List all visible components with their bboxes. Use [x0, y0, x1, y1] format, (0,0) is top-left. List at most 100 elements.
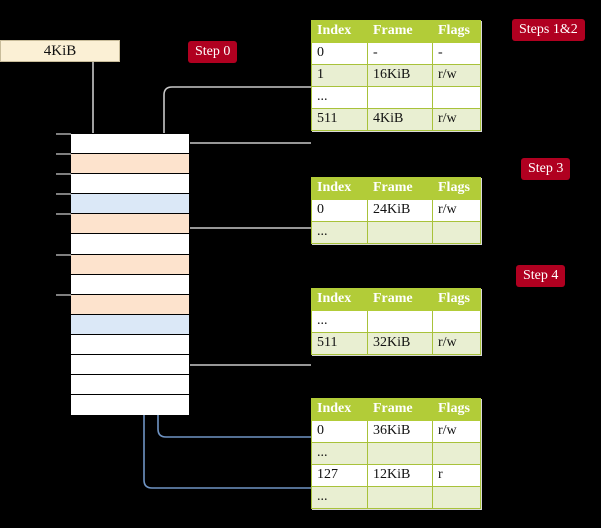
table-header-flags: Flags: [432, 177, 481, 200]
table-header-index: Index: [311, 177, 368, 200]
table-cell-index: ...: [311, 442, 368, 465]
table-header-index: Index: [311, 288, 368, 311]
table-row: 0--: [311, 42, 481, 65]
memory-frame-row: [71, 274, 189, 295]
step-pill-step-4: Step 4: [516, 265, 566, 287]
table-cell-index: ...: [311, 310, 368, 333]
table-header-row: Index Frame Flags: [311, 398, 481, 421]
memory-frame-row: [71, 355, 189, 376]
memory-frame-row: [56, 213, 189, 235]
table-row: ...: [311, 221, 481, 244]
step-pill-step-3: Step 3: [521, 158, 571, 180]
table-cell-frame: [367, 86, 433, 109]
memory-frame-row: [56, 173, 189, 195]
table-cell-frame: 12KiB: [367, 464, 433, 487]
table-cell-flags: r/w: [432, 332, 481, 355]
memory-row-tick: [56, 193, 71, 196]
memory-frame-row: [56, 193, 189, 215]
table-cell-flags: r: [432, 464, 481, 487]
source-frame-label: 4KiB: [43, 43, 77, 59]
memory-row-tick: [56, 133, 71, 135]
table-cell-frame: 32KiB: [367, 332, 433, 355]
table-cell-index: 0: [311, 420, 368, 443]
table-cell-index: 1: [311, 64, 368, 87]
step-pill-label: Steps 1&2: [519, 22, 578, 37]
table-row: ...: [311, 442, 481, 465]
table-cell-flags: r/w: [432, 420, 481, 443]
wire-step3-return: [172, 300, 311, 366]
table-cell-flags: r/w: [432, 108, 481, 131]
memory-row-tick: [56, 153, 71, 156]
table-row: ...: [311, 310, 481, 333]
table-cell-flags: [432, 442, 481, 465]
table-cell-frame: 24KiB: [367, 199, 433, 222]
step-pill-step-0: Step 0: [188, 41, 238, 63]
table-header-flags: Flags: [432, 20, 481, 43]
step-pill-steps-1-2: Steps 1&2: [512, 19, 585, 41]
table-cell-flags: [432, 486, 481, 509]
memory-row-tick: [56, 293, 71, 296]
memory-frame-row: [56, 293, 189, 315]
table-cell-flags: [432, 221, 481, 244]
table-cell-flags: -: [432, 42, 481, 65]
table-header-index: Index: [311, 20, 368, 43]
table-cell-index: 0: [311, 42, 368, 65]
table-cell-index: 511: [311, 108, 368, 131]
physical-memory-column: [56, 133, 190, 416]
table-header-row: Index Frame Flags: [311, 177, 481, 200]
wire-steps12-b: [177, 142, 311, 240]
memory-frame-row: [71, 375, 189, 396]
table-header-frame: Frame: [367, 288, 433, 311]
table-cell-index: 511: [311, 332, 368, 355]
table-cell-index: ...: [311, 86, 368, 109]
memory-frame-row: [71, 314, 189, 335]
table-cell-flags: r/w: [432, 64, 481, 87]
table-cell-flags: [432, 310, 481, 333]
memory-frame-row: [71, 395, 189, 416]
table-header-frame: Frame: [367, 20, 433, 43]
table-header-flags: Flags: [432, 288, 481, 311]
table-cell-index: ...: [311, 221, 368, 244]
table-cell-frame: -: [367, 42, 433, 65]
table-cell-index: 127: [311, 464, 368, 487]
table-cell-flags: [432, 86, 481, 109]
table-cell-index: ...: [311, 486, 368, 509]
table-cell-frame: [367, 310, 433, 333]
table-cell-index: 0: [311, 199, 368, 222]
memory-row-tick: [56, 253, 71, 256]
memory-frame-row: [56, 153, 189, 175]
table-header-frame: Frame: [367, 177, 433, 200]
table-row: ...: [311, 86, 481, 109]
table-cell-flags: r/w: [432, 199, 481, 222]
table-header-index: Index: [311, 398, 368, 421]
table-cell-frame: [367, 442, 433, 465]
memory-frame-row: [71, 234, 189, 255]
table-cell-frame: 36KiB: [367, 420, 433, 443]
table-header-row: Index Frame Flags: [311, 288, 481, 311]
table-header-frame: Frame: [367, 398, 433, 421]
memory-frame-row: [71, 334, 189, 356]
table-cell-frame: 4KiB: [367, 108, 433, 131]
wire-step3: [177, 227, 311, 261]
step-pill-label: Step 3: [528, 161, 564, 176]
source-frame-box: 4KiB: [0, 40, 120, 62]
memory-row-tick: [56, 213, 71, 216]
table-cell-frame: [367, 486, 433, 509]
memory-frame-row: [56, 133, 189, 155]
table-cell-frame: [367, 221, 433, 244]
step-pill-label: Step 4: [523, 268, 559, 283]
